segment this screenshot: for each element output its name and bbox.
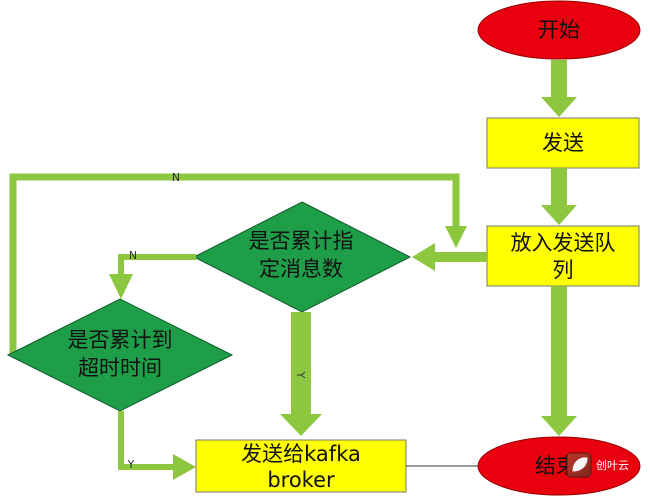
queue-label-line1: 放入发送队 bbox=[511, 231, 616, 255]
arrow-count-to-kafka bbox=[280, 312, 322, 436]
kafka-node bbox=[195, 439, 407, 493]
timeout-decision-node bbox=[6, 298, 234, 412]
send-node bbox=[486, 117, 640, 169]
arrow-timeout-to-kafka bbox=[118, 411, 176, 470]
leaf-icon bbox=[572, 457, 588, 472]
arrow-send-to-queue bbox=[541, 168, 577, 225]
send-label: 发送 bbox=[542, 131, 584, 155]
count-to-kafka-y-label: Y bbox=[294, 371, 307, 379]
count-to-timeout-n-label: N bbox=[129, 249, 137, 262]
arrow-start-to-send bbox=[541, 60, 577, 117]
start-label: 开始 bbox=[538, 18, 580, 42]
timeout-to-kafka-arrowhead bbox=[173, 454, 196, 480]
kafka-label-line1: 发送给kafka bbox=[241, 442, 361, 466]
timeout-label-line1: 是否累计到 bbox=[68, 328, 173, 352]
count-label-line2: 定消息数 bbox=[259, 257, 343, 281]
end-node bbox=[477, 436, 641, 496]
queue-label-line2: 列 bbox=[553, 258, 574, 282]
timeout-to-kafka-y-label: Y bbox=[127, 458, 135, 471]
kafka-label-line2: broker bbox=[267, 468, 335, 492]
count-label-line1: 是否累计指 bbox=[249, 229, 354, 253]
loop-line-top-n bbox=[9, 173, 460, 355]
watermark-text: 创叶云 bbox=[596, 459, 629, 472]
loop-arrowhead bbox=[445, 226, 467, 248]
timeout-label-line2: 超时时间 bbox=[78, 356, 162, 380]
arrow-queue-to-count bbox=[412, 243, 487, 271]
watermark: 创叶云 bbox=[566, 452, 629, 478]
top-loop-n-label: N bbox=[172, 171, 180, 184]
count-to-timeout-arrowhead bbox=[109, 274, 133, 299]
arrow-queue-to-end bbox=[541, 286, 577, 436]
arrow-count-to-timeout bbox=[118, 254, 196, 276]
start-node bbox=[477, 0, 641, 60]
queue-node bbox=[486, 225, 640, 287]
